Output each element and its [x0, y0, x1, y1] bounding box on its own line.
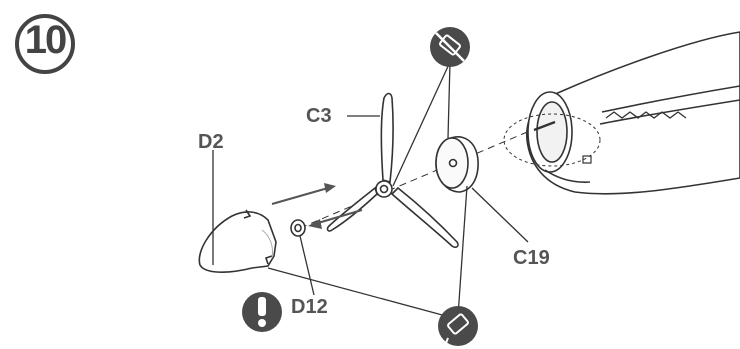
- step-number-badge: 10: [15, 14, 85, 74]
- alignment-axis: [299, 129, 533, 229]
- washer-part: [290, 219, 306, 237]
- leader-lines: [212, 61, 529, 317]
- spinner-label: D2: [198, 131, 224, 153]
- glue-bottle-icon: [438, 306, 478, 346]
- step-number-ring: [15, 14, 75, 74]
- backplate-label: C19: [513, 247, 550, 269]
- backplate-part: [435, 136, 479, 193]
- propeller-part: [326, 92, 459, 249]
- exclamation-warning-icon: [242, 292, 282, 332]
- step-number: 10: [24, 18, 68, 62]
- fuselage-nose: [503, 31, 740, 195]
- washer-label: D12: [291, 296, 328, 318]
- spinner-part: [198, 209, 277, 273]
- propeller-label: C3: [306, 105, 332, 127]
- direction-arrows: [271, 183, 363, 229]
- no-glue-icon: [430, 27, 470, 67]
